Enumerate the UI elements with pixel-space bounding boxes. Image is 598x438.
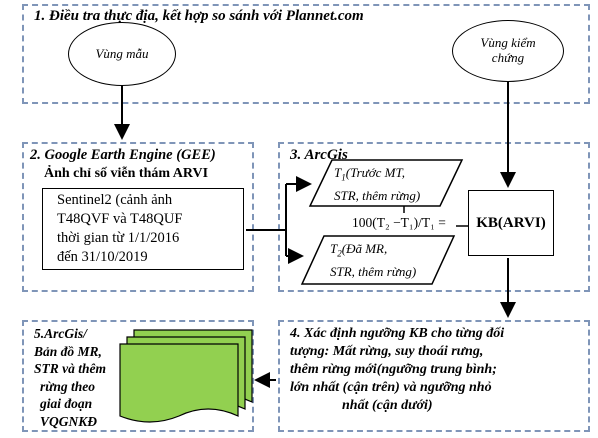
step4-line: 4. Xác định ngưỡng KB cho từng đối	[290, 326, 505, 341]
sample-area-label: Vùng mẫu	[95, 45, 149, 61]
t1-parallelogram	[308, 159, 464, 207]
t2-symbol: T2	[330, 241, 342, 259]
kb-arvi-label: KB(ARVI)	[476, 214, 546, 231]
t2-text: T2(Đã MR, STR, thêm rừng)	[330, 240, 416, 280]
step5-line: rừng theo	[40, 378, 95, 394]
t1-symbol: T1	[334, 165, 346, 183]
kb-arvi-box: KB(ARVI)	[468, 190, 554, 256]
step2-subtitle: Ảnh chỉ số viễn thám ARVI	[44, 166, 209, 181]
sentinel-box: Sentinel2 (cảnh ảnh T48QVF và T48QUF thờ…	[42, 188, 244, 270]
step5-text: 5.ArcGis/ Bản đồ MR, STR và thêm rừng th…	[34, 325, 106, 430]
t2-parallelogram	[300, 235, 456, 285]
step5-line: 5.ArcGis/	[34, 326, 87, 341]
step5-panel	[22, 320, 254, 432]
step2-panel	[22, 142, 254, 292]
step1-panel	[22, 4, 590, 104]
step5-line: STR và thêm	[34, 361, 107, 376]
step4-line: nhất (cận dưới)	[342, 398, 433, 413]
formula: 100(T₂ −T₁)/T₁ =	[352, 215, 446, 230]
step2-title: 2. Google Earth Engine (GEE)	[30, 147, 216, 163]
sample-area-ellipse: Vùng mẫu	[68, 22, 176, 86]
t1-text: T1(Trước MT, STR, thêm rừng)	[334, 164, 420, 204]
t1-line1: (Trước MT,	[345, 165, 406, 180]
sentinel-line: thời gian từ 1/1/2016	[57, 230, 180, 246]
step4-line: lớn nhất (cận trên) và ngưỡng nhỏ	[290, 380, 492, 395]
sentinel-line: đến 31/10/2019	[57, 249, 148, 265]
step4-line: tượng: Mất rừng, suy thoái rưng,	[290, 344, 484, 359]
step4-line: thêm rừng mới(ngưỡng trung bình;	[290, 362, 497, 377]
step5-line: giai đoạn	[40, 396, 93, 411]
step3-title: 3. ArcGis	[290, 147, 348, 163]
t2-line1: (Đã MR,	[341, 241, 388, 256]
document-shape-front	[119, 343, 239, 423]
step4-text: 4. Xác định ngưỡng KB cho từng đối tượng…	[290, 325, 504, 415]
sentinel-line: T48QVF và T48QUF	[57, 211, 183, 227]
step4-panel	[278, 320, 590, 432]
step3-panel	[278, 142, 590, 292]
step5-line: Bản đồ MR,	[34, 343, 102, 359]
t2-line2: STR, thêm rừng)	[330, 263, 417, 279]
step5-line: VQGNKĐ	[40, 413, 98, 429]
sentinel-line: Sentinel2 (cảnh ảnh	[57, 192, 173, 208]
t1-line2: STR, thêm rừng)	[334, 187, 421, 203]
step1-title: 1. Điều tra thực địa, kết hợp so sánh vớ…	[34, 8, 364, 24]
